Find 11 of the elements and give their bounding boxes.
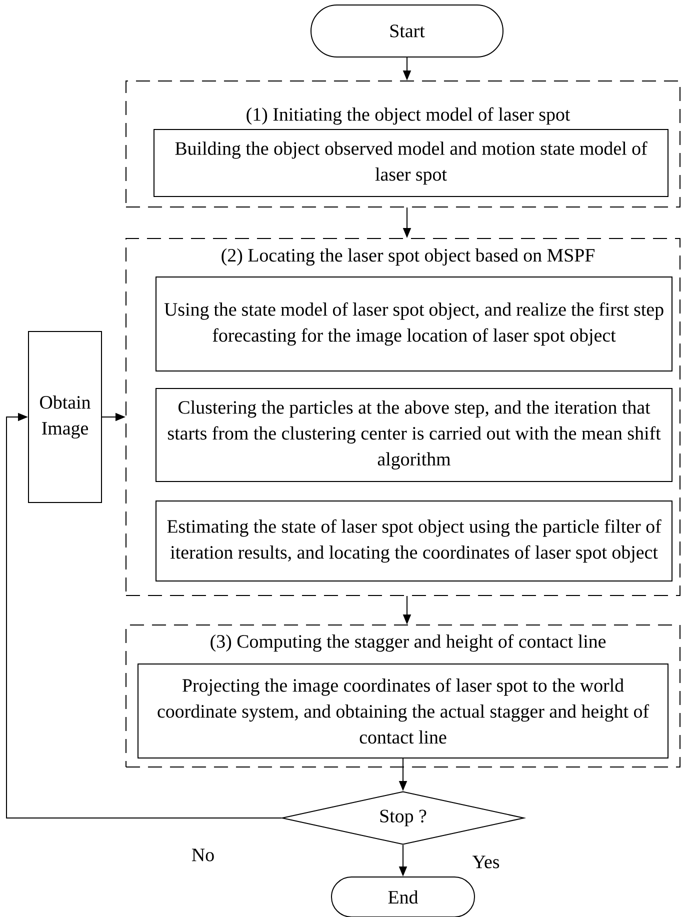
process-box: Using the state model of laser spot object, and realize the first step forecasting for the image location of laser spot object [156, 276, 672, 372]
process-box: Estimating the state of laser spot object using the particle filter of iteration results, and locating the coordinates of laser spot object [156, 500, 672, 582]
process-box: Clustering the particles at the above step, and the iteration that starts from the clustering center is carried out with the mean shift algorithm [156, 388, 672, 482]
arrow [6, 412, 282, 818]
process-box: Building the object observed model and motion state model of laser spot [154, 129, 668, 197]
process-box: Obtain Image [28, 331, 102, 503]
edge-label: Yes [471, 854, 501, 870]
edge-label: No [190, 848, 216, 862]
terminal-box: Start [310, 4, 504, 58]
terminal-box: End [331, 876, 475, 917]
process-box: Projecting the image coordinates of laser spot to the world coordinate system, and obtaining the actual stagger and height of contact line [138, 664, 668, 758]
